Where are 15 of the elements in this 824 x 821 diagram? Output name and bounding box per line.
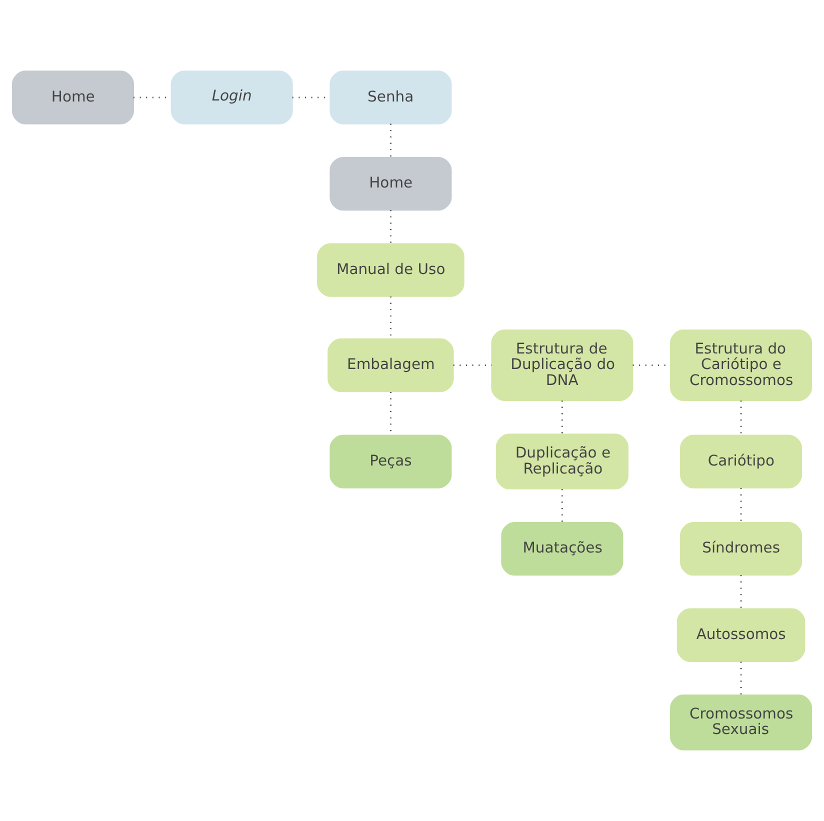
node-box: Cromossomos Sexuais [670,694,812,750]
node-box: Autossomos [676,608,806,662]
node-box: Embalagem [328,338,454,392]
node-box: Duplicação e Replicação [496,434,628,490]
node-box: Estrutura do Cariótipo e Cromossomos [670,330,812,402]
node-box: Cariótipo [680,434,802,488]
node-box: Síndromes [680,522,802,576]
node-box: Peças [330,434,452,488]
node-box: Senha [330,70,452,124]
node-box: Manual de Uso [317,243,464,297]
node-box: Muatações [501,522,624,576]
node-box: Home [330,156,452,211]
node-box: Home [12,70,134,124]
node-box: Login [170,70,293,124]
node-box: Estrutura de Duplicação do DNA [491,330,634,402]
